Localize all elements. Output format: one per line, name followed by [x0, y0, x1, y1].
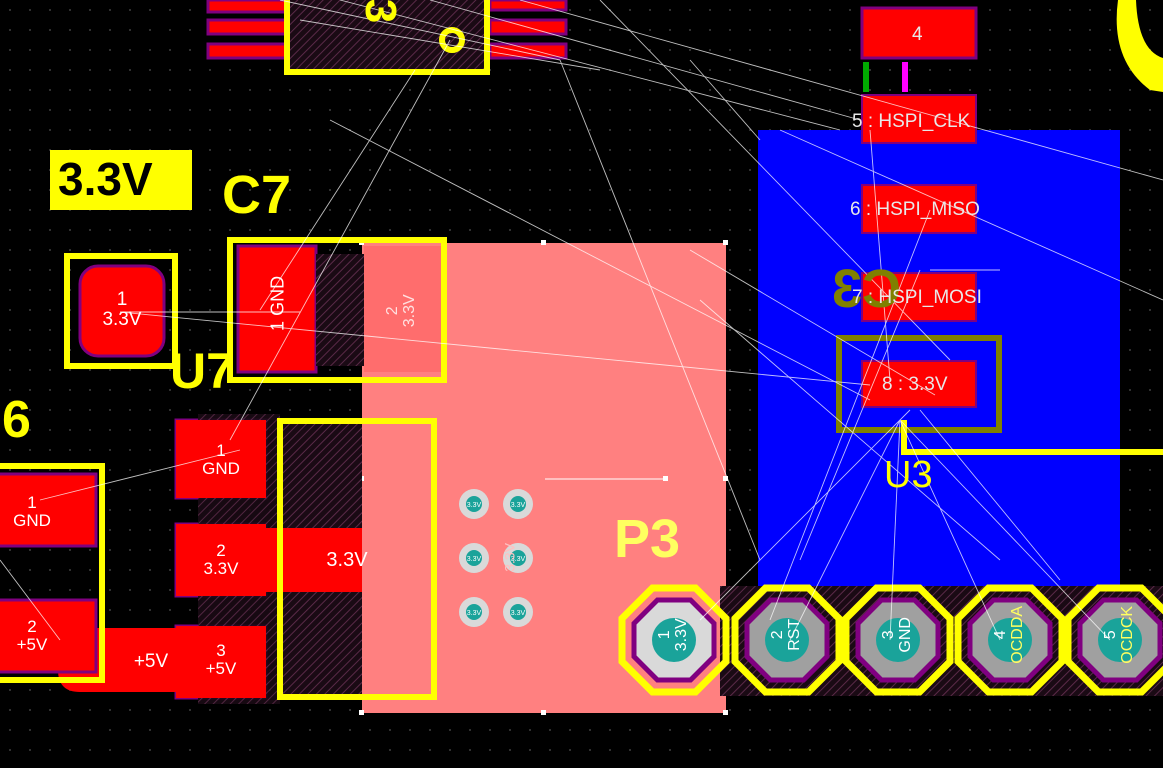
ratsnest [0, 0, 1163, 641]
u7-footprint[interactable] [174, 414, 437, 704]
header-pin-hole [1098, 618, 1142, 662]
header-pin-outline [731, 584, 843, 696]
via-label: 3.3V [467, 610, 482, 617]
header-pin-outline [842, 584, 954, 696]
u3-pin5-label: 5 : HSPI_CLK [852, 111, 971, 132]
via-hole [466, 604, 482, 620]
header-pin-hole [988, 618, 1032, 662]
c7-footprint[interactable] [227, 237, 447, 383]
top-ic-designator: 3 [356, 0, 406, 24]
v33-label-box [50, 150, 192, 210]
via-hole [510, 604, 526, 620]
u3-pin8-label: 8 : 3.3V [882, 374, 948, 395]
pour-net-label: 3.3V [501, 542, 518, 572]
via-label: 3.3V [511, 556, 526, 563]
j6-pad2-label: 2+5V [16, 617, 48, 654]
header-pin-outline [954, 584, 1066, 696]
pad-p1-3v3[interactable] [78, 264, 166, 358]
via-label: 3.3V [511, 610, 526, 617]
header-pin-hole [876, 618, 920, 662]
header-pin-hole [765, 618, 809, 662]
via-label: 3.3V [467, 502, 482, 509]
via-hole [466, 550, 482, 566]
c7-pad1-label: 1 GND [267, 275, 288, 331]
trace-5v-label: +5V [133, 651, 169, 672]
j6-footprint[interactable] [0, 463, 105, 683]
pad-p1-silk [64, 253, 178, 369]
via-hole [510, 550, 526, 566]
u3-designator: U3 [884, 454, 933, 496]
u3-pin4-label: 4 [912, 24, 923, 45]
via-label: 3.3V [511, 502, 526, 509]
u3-pins[interactable] [860, 6, 978, 408]
v33-label: 3.3V [58, 153, 153, 205]
via-hole [510, 496, 526, 512]
via-label: 3.3V [467, 556, 482, 563]
header-pin-outline [618, 584, 730, 696]
header-p3[interactable] [618, 584, 1163, 696]
u3-pin6-label: 6 : HSPI_MISO [850, 199, 980, 220]
u3-silk-line [901, 420, 1163, 455]
u7-pad3-label: 3+5V [205, 641, 237, 678]
via-hole [466, 496, 482, 512]
j6-designator: 6 [2, 391, 31, 449]
u7-tab-label: 3.3V [326, 549, 368, 571]
p3-designator: P3 [614, 509, 681, 569]
u7-designator: U7 [170, 343, 234, 399]
header-pin-outline [1064, 584, 1163, 696]
u3-pin7-label: 7 : HSPI_MOSI [852, 287, 982, 308]
header-pin-hole [652, 618, 696, 662]
c7-designator: C7 [222, 165, 292, 225]
silk-fragment-top-right [1116, 0, 1163, 92]
